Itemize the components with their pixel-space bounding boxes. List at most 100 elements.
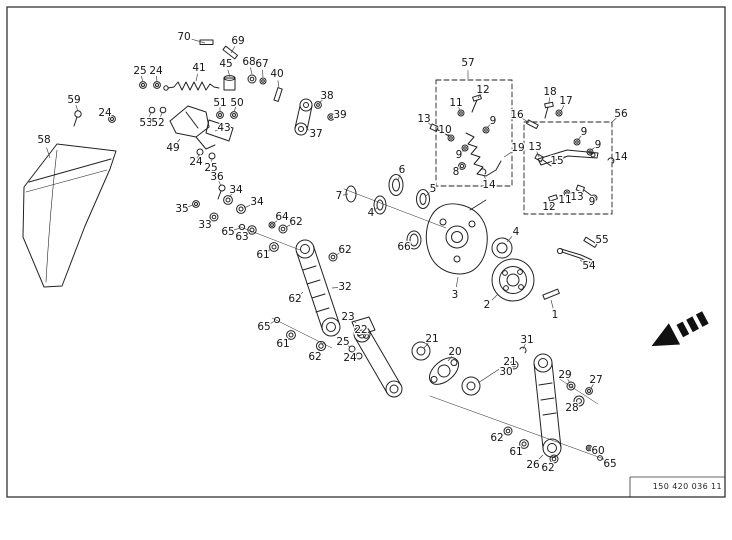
part-label-62: 62 <box>490 432 503 444</box>
leader-line-23 <box>351 319 357 324</box>
part-label-13: 13 <box>528 141 541 153</box>
part-label-34: 34 <box>229 184 243 196</box>
leader-line-68 <box>249 67 253 75</box>
leader-line-30 <box>508 366 513 371</box>
part-label-31: 31 <box>520 334 533 346</box>
part-label-2: 2 <box>484 299 491 311</box>
part-9-washer-a <box>482 126 490 134</box>
part-1-pin <box>542 288 560 300</box>
part-67-washer <box>259 77 267 85</box>
part-43-lever <box>205 119 234 142</box>
part-65-washer-c <box>597 455 603 461</box>
part-label-14: 14 <box>482 179 496 191</box>
part-label-43: 43 <box>217 122 230 134</box>
leader-line-14 <box>611 158 618 162</box>
arrow-stripe-3 <box>695 311 709 327</box>
part-5-ring <box>416 189 430 209</box>
leader-line-11 <box>457 106 461 111</box>
part-label-3: 3 <box>452 289 459 301</box>
part-55-pin <box>583 236 598 248</box>
part-label-20: 20 <box>448 346 461 358</box>
part-label-49: 49 <box>166 142 179 154</box>
part-62-washer-a <box>278 224 288 234</box>
leader-line-11 <box>565 194 568 198</box>
leader-line-6 <box>397 174 401 181</box>
part-label-65: 65 <box>603 458 616 470</box>
arrow-stripe-1 <box>676 321 690 338</box>
part-41-spring <box>163 81 220 91</box>
part-9-washer-c <box>573 138 581 146</box>
leader-line-62 <box>317 348 321 354</box>
part-7-seal <box>345 185 357 203</box>
washer-train-mid-axis <box>271 317 333 349</box>
leader-line-52 <box>159 112 163 119</box>
part-label-61: 61 <box>276 338 289 350</box>
part-label-64: 64 <box>275 211 289 223</box>
part-11-washer-left <box>457 109 465 117</box>
part-label-9: 9 <box>581 126 588 138</box>
leader-line-62 <box>298 291 304 297</box>
part-label-65: 65 <box>221 226 234 238</box>
leader-line-25 <box>211 157 213 164</box>
part-label-41: 41 <box>192 62 205 74</box>
leader-line-66 <box>406 241 412 246</box>
part-label-5: 5 <box>430 183 437 195</box>
part-label-45: 45 <box>219 58 232 70</box>
part-label-24: 24 <box>149 65 163 77</box>
part-label-12: 12 <box>542 201 555 213</box>
part-label-9: 9 <box>490 115 497 127</box>
leader-line-32 <box>331 287 340 289</box>
hardware-group-57-box <box>435 79 513 187</box>
part-68-washer <box>247 74 257 84</box>
leader-line-60 <box>590 448 595 451</box>
part-38-bolt <box>314 101 322 109</box>
leader-line-22 <box>362 331 365 335</box>
doc-number: 150 420 036 11 <box>653 482 722 491</box>
part-label-40: 40 <box>270 68 283 80</box>
part-9-washer-e <box>590 194 598 202</box>
part-label-33: 33 <box>198 219 211 231</box>
leader-line-36 <box>218 180 222 187</box>
leader-line-59 <box>75 104 79 112</box>
part-label-70: 70 <box>177 31 190 43</box>
hardware-group-56-box <box>523 121 613 215</box>
part-label-14: 14 <box>614 151 628 163</box>
leader-line-13 <box>427 121 433 127</box>
part-53-52-washers <box>148 106 167 114</box>
part-label-55: 55 <box>595 234 608 246</box>
leader-line-55 <box>593 240 599 244</box>
part-35-washer <box>192 200 200 208</box>
leader-line-26 <box>537 454 544 461</box>
part-label-61: 61 <box>509 446 522 458</box>
part-label-15: 15 <box>550 155 563 167</box>
part-label-51: 51 <box>213 97 226 109</box>
leader-line-33 <box>207 218 212 223</box>
part-label-67: 67 <box>255 58 268 70</box>
leader-line-62 <box>285 223 292 228</box>
part-label-17: 17 <box>559 95 572 107</box>
part-label-38: 38 <box>320 90 333 102</box>
part-label-62: 62 <box>541 462 554 474</box>
part-label-63: 63 <box>235 231 248 243</box>
part-label-7: 7 <box>336 190 343 202</box>
part-66-ring <box>406 230 422 250</box>
leader-line-43 <box>214 128 221 132</box>
leader-line-61 <box>266 248 272 253</box>
part-label-50: 50 <box>230 97 243 109</box>
leader-line-70 <box>191 38 206 44</box>
part-30-washer <box>509 360 519 370</box>
part-61-bushing-b <box>286 330 296 340</box>
part-label-68: 68 <box>242 56 255 68</box>
leader-line-4 <box>506 236 513 243</box>
part-label-1: 1 <box>552 309 559 321</box>
part-label-26: 26 <box>526 459 540 471</box>
leader-line-69 <box>230 46 236 54</box>
part-24-25-washers-lower <box>348 345 363 360</box>
leader-line-56 <box>610 117 617 124</box>
part-label-18: 18 <box>543 86 556 98</box>
leader-line-25 <box>140 75 144 83</box>
leader-line-9 <box>592 198 594 201</box>
part-11-washer-right <box>563 189 571 197</box>
part-label-69: 69 <box>231 35 244 47</box>
